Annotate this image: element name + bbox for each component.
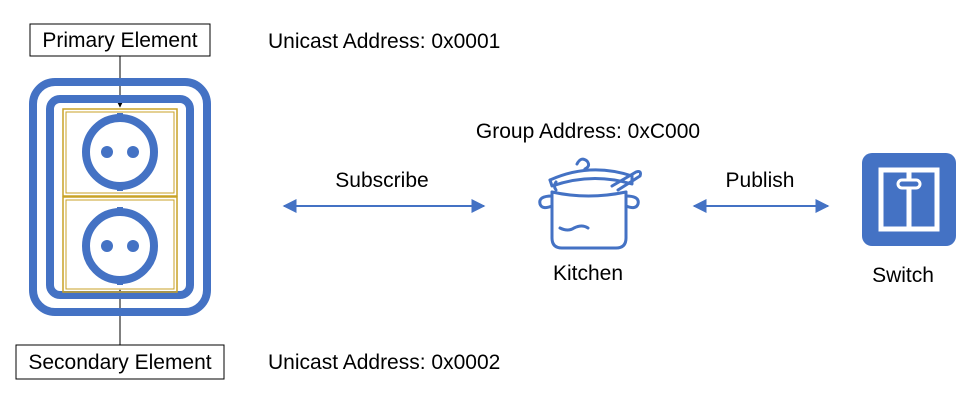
secondary-element-box: Secondary Element [15, 344, 225, 380]
switch-label: Switch [872, 264, 934, 287]
double-power-outlet-icon [29, 78, 211, 316]
primary-element-label: Primary Element [42, 29, 197, 52]
unicast-primary-label: Unicast Address: 0x0001 [268, 30, 500, 53]
primary-socket-icon [82, 113, 158, 191]
secondary-element-label: Secondary Element [28, 351, 211, 374]
publish-label: Publish [726, 169, 795, 192]
kitchen-label: Kitchen [553, 262, 623, 285]
light-switch-icon [862, 153, 956, 246]
unicast-secondary-label: Unicast Address: 0x0002 [268, 351, 500, 374]
group-address-label: Group Address: 0xC000 [476, 120, 700, 143]
primary-element-box: Primary Element [29, 23, 211, 57]
cooking-pot-icon [538, 157, 642, 250]
secondary-socket-icon [82, 207, 158, 285]
subscribe-label: Subscribe [335, 169, 428, 192]
